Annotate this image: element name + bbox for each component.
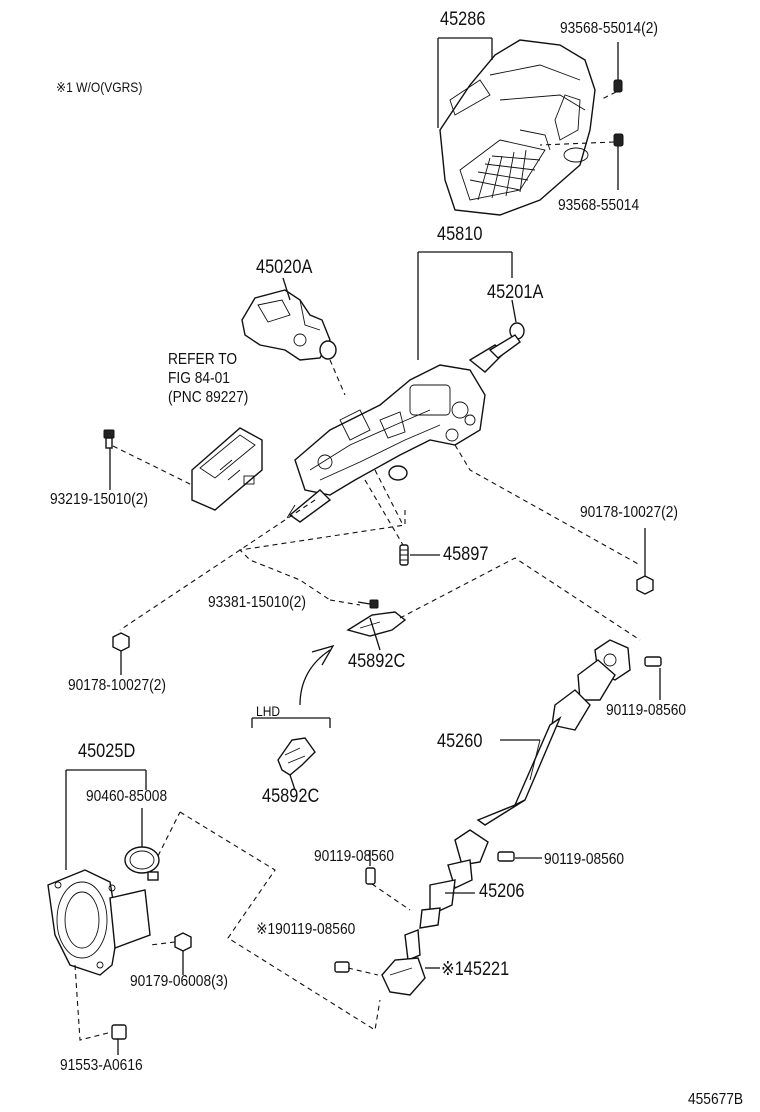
- label-lhd: LHD: [256, 703, 281, 719]
- bushing-45201A: [509, 299, 525, 340]
- label-45897: 45897: [443, 544, 489, 565]
- bolt-90119-b: [497, 851, 542, 862]
- label-93219-15010-2: 93219-15010(2): [50, 491, 148, 508]
- label-45025D: 45025D: [78, 741, 136, 762]
- label-45201A: 45201A: [487, 282, 544, 303]
- ecu-box: [191, 427, 263, 511]
- nut-90178-left: [112, 632, 130, 675]
- label-91553-A0616: 91553-A0616: [60, 1057, 143, 1074]
- label-45260: 45260: [437, 731, 483, 752]
- label-90119-08560-b: 90119-08560: [314, 848, 395, 865]
- label-45286: 45286: [440, 9, 486, 30]
- leader-45286: [437, 37, 493, 128]
- label-45810: 45810: [437, 224, 483, 245]
- diagram-id: 455677B: [688, 1091, 744, 1108]
- refer-line-1: REFER TO: [168, 351, 238, 368]
- bracket-45892C-top: [346, 611, 407, 651]
- label-90178-10027-2-left: 90178-10027(2): [68, 677, 166, 694]
- label-93568-55014-2: 93568-55014(2): [560, 20, 658, 37]
- hole-cover-45025D: [47, 769, 151, 976]
- dash-lower-boundary: [179, 811, 381, 1031]
- screw-93568-upper: [599, 42, 623, 101]
- dash-to-nut-right: [454, 444, 641, 566]
- dash-to-nut-left: [119, 499, 316, 631]
- note-vgrs: ※1 W/O(VGRS): [56, 79, 143, 95]
- leader-45810: [417, 251, 513, 360]
- bolt-45897: [364, 469, 440, 566]
- label-45020A: 45020A: [256, 257, 313, 278]
- lhd-arrow: [299, 644, 335, 706]
- bracket-45892C-bottom: [277, 737, 316, 791]
- lhd-bracket-frame: [251, 717, 331, 728]
- column-cover-45286: [439, 39, 596, 216]
- label-90119-08560-d: ※190119-08560: [256, 921, 356, 938]
- label-45892C-top: 45892C: [348, 651, 406, 672]
- universal-joint-45206: [419, 829, 489, 929]
- label-90119-08560-c: 90119-08560: [544, 851, 625, 868]
- dash-to-93381: [238, 510, 406, 606]
- label-93381-15010-2: 93381-15010(2): [208, 594, 306, 611]
- refer-line-2: FIG 84-01: [168, 370, 230, 387]
- label-90178-10027-2-right: 90178-10027(2): [580, 504, 678, 521]
- nut-90178-right: [636, 528, 654, 595]
- gear-joint-45221: [381, 929, 440, 996]
- screw-93381: [357, 599, 379, 609]
- label-45221: ※145221: [441, 959, 510, 980]
- column-assembly-45810: [286, 334, 521, 523]
- label-90460-85008: 90460-85008: [86, 788, 168, 805]
- label-90119-08560-a: 90119-08560: [606, 702, 687, 719]
- refer-line-3: (PNC 89227): [168, 389, 249, 406]
- bolt-90119-a: [644, 656, 662, 700]
- label-93568-55014: 93568-55014: [558, 197, 640, 214]
- nut-90179: [149, 932, 192, 975]
- bolt-90119-c: [365, 850, 411, 911]
- label-90179-06008-3: 90179-06008(3): [130, 973, 228, 990]
- dash-bracket-to-joint: [399, 557, 641, 641]
- clamp-90460: [124, 808, 160, 881]
- intermediate-shaft-45260: [476, 639, 631, 826]
- label-45206: 45206: [479, 881, 525, 902]
- bolt-91553: [74, 964, 127, 1055]
- bolt-93219: [103, 429, 193, 490]
- lock-housing-45020A: [241, 277, 346, 396]
- screw-93568-lower: [539, 133, 624, 190]
- bolt-90119-d: [334, 961, 379, 976]
- label-45892C-bottom: 45892C: [262, 786, 320, 807]
